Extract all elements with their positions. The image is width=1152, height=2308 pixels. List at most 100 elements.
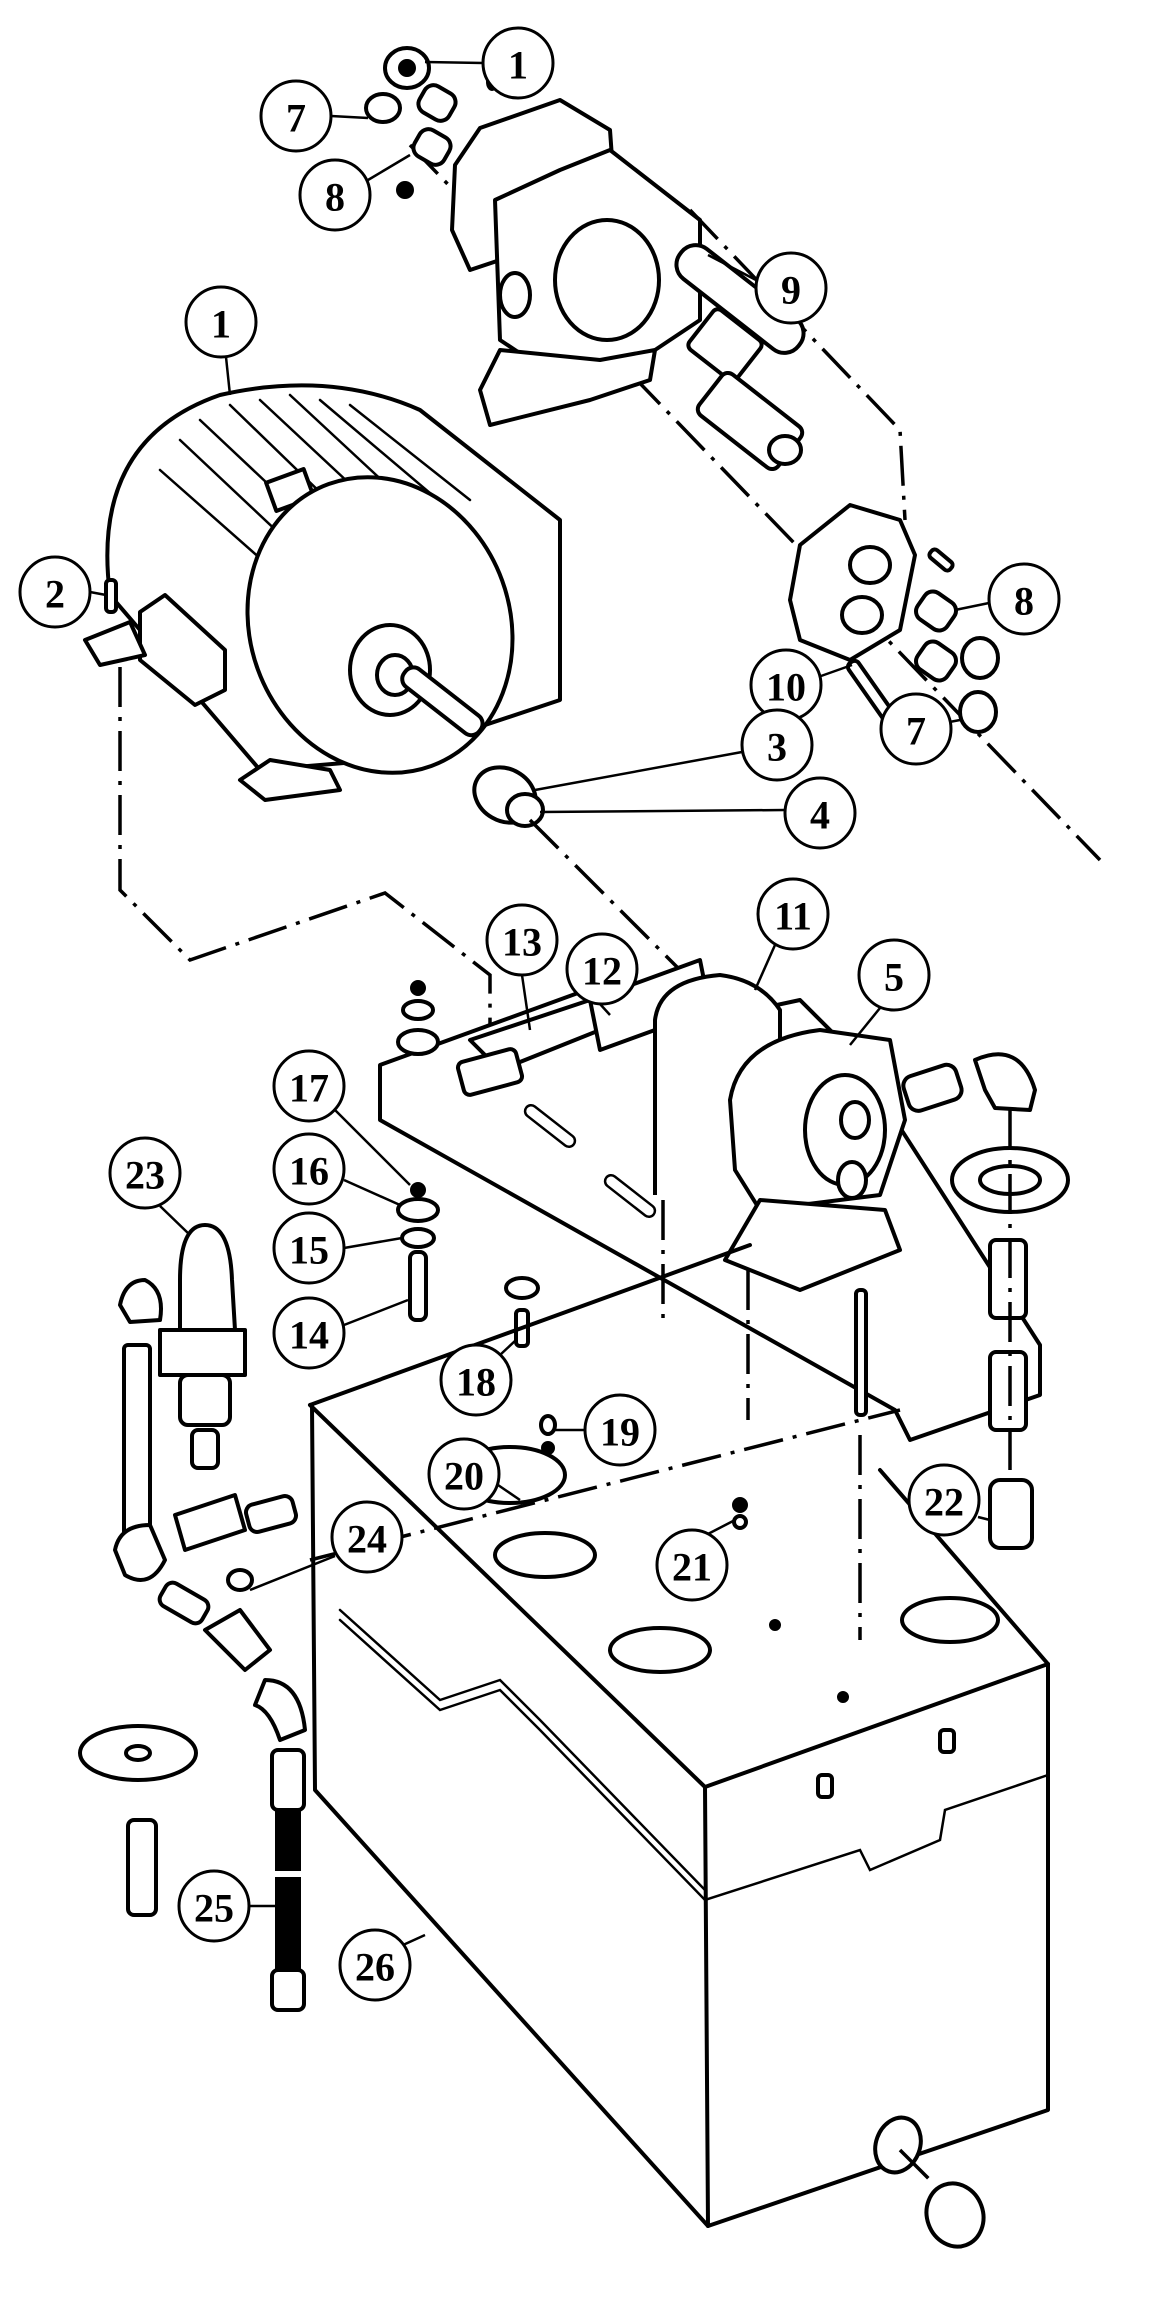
nut-part	[410, 1182, 426, 1198]
suction-pipe-lower	[988, 1350, 1028, 1432]
motor-shaft	[400, 665, 485, 738]
callout-25: 25	[177, 1869, 251, 1943]
callout-8-top-label: 8	[325, 175, 345, 220]
plug-part-right-2	[958, 690, 998, 734]
callout-14-label: 14	[289, 1313, 329, 1358]
callout-13: 13	[485, 903, 559, 977]
callout-6-label: 1	[508, 43, 528, 88]
callout-7-top: 7	[259, 79, 333, 153]
callout-20: 20	[427, 1437, 501, 1511]
callout-24: 24	[330, 1500, 404, 1574]
callout-25-label: 25	[194, 1886, 234, 1931]
callout-18-label: 18	[456, 1360, 496, 1405]
callout-1-label: 1	[211, 302, 231, 347]
reservoir-tank-drawing	[308, 1243, 1050, 2249]
callout-7-right-label: 7	[906, 709, 926, 754]
pump-body-bore	[553, 218, 661, 342]
callout-5: 5	[857, 938, 931, 1012]
driven-gear	[695, 370, 805, 472]
relief-valve-piping	[78, 1223, 901, 2012]
bushing-part-top-2	[411, 127, 453, 167]
pipe-lower	[126, 1818, 158, 1917]
callout-8-right-label: 8	[1014, 579, 1034, 624]
drain-plug	[924, 2181, 986, 2249]
hose-upper	[270, 1748, 306, 1812]
callout-21: 21	[655, 1528, 729, 1602]
electric-motor-drawing	[83, 383, 562, 828]
coupling-axis	[528, 818, 692, 982]
drive-gear	[674, 243, 806, 383]
callout-8-top: 8	[298, 158, 372, 232]
callout-12-label: 12	[582, 949, 622, 994]
motor-foot-left	[83, 620, 147, 667]
callout-5-label: 5	[884, 955, 904, 1000]
callout-14: 14	[272, 1296, 346, 1370]
bushing-part-top-1	[416, 83, 458, 123]
callout-18: 18	[439, 1343, 513, 1417]
callout-2-label: 2	[45, 572, 65, 617]
callout-7-right: 7	[879, 692, 953, 766]
callout-3-label: 3	[767, 725, 787, 770]
pipe-nipple	[901, 1062, 964, 1113]
callout-7-top-label: 7	[286, 96, 306, 141]
tee-fitting	[173, 1493, 247, 1552]
pipe-elbow	[973, 1052, 1037, 1112]
callout-24-label: 24	[347, 1517, 387, 1562]
plug-part-right-1	[960, 636, 1000, 680]
plug-part-top	[364, 92, 402, 124]
callout-15: 15	[272, 1211, 346, 1285]
callout-2: 2	[18, 555, 92, 629]
pump-front-cover	[788, 503, 917, 662]
relief-valve-part	[178, 1223, 237, 1332]
hose-lower	[275, 1877, 301, 1974]
washer-part	[400, 1227, 436, 1249]
nut-part-21	[732, 1497, 748, 1513]
mount-bolt-part	[104, 578, 118, 614]
callout-4: 4	[783, 776, 857, 850]
callout-10: 10	[749, 648, 823, 722]
callout-26-label: 26	[355, 1945, 395, 1990]
callout-11-label: 11	[774, 894, 812, 939]
pump-foot-part	[723, 1198, 902, 1292]
callouts: 1 7 8 1 2 9 8 10 7 3 4 13 12 11 5 17 16 …	[18, 26, 1061, 2002]
leader-lines	[89, 60, 991, 1947]
callout-3: 3	[740, 708, 814, 782]
bushing-part-right-2	[914, 639, 958, 683]
stud-part	[408, 1250, 428, 1322]
callout-21-label: 21	[672, 1545, 712, 1590]
pump-foot	[478, 348, 657, 427]
callout-17: 17	[272, 1049, 346, 1123]
callout-20-label: 20	[444, 1454, 484, 1499]
strainer-part	[988, 1478, 1034, 1550]
callout-17-label: 17	[289, 1066, 329, 1111]
isolator-washer-part	[396, 1197, 440, 1223]
callout-19-label: 19	[600, 1410, 640, 1455]
callout-22: 22	[907, 1463, 981, 1537]
callout-16-label: 16	[289, 1149, 329, 1194]
callout-16: 16	[272, 1132, 346, 1206]
bushing-part-right-1	[914, 589, 958, 633]
callout-12: 12	[565, 932, 639, 1006]
callout-23-label: 23	[125, 1153, 165, 1198]
callout-8-right: 8	[987, 562, 1061, 636]
callout-26: 26	[338, 1928, 412, 2002]
callout-11: 11	[756, 877, 830, 951]
return-rod	[854, 1288, 868, 1417]
base-assembly	[378, 958, 1070, 1640]
callout-22-label: 22	[924, 1480, 964, 1525]
pump-exploded-assembly	[364, 46, 1102, 862]
callout-9-label: 9	[781, 268, 801, 313]
callout-1: 1	[184, 285, 258, 359]
callout-19: 19	[583, 1393, 657, 1467]
motor-mount-axis	[118, 667, 492, 1060]
callout-15-label: 15	[289, 1228, 329, 1273]
isolator-stack	[396, 980, 540, 1348]
callout-10-label: 10	[766, 665, 806, 710]
callout-23: 23	[108, 1136, 182, 1210]
motor-foot-right	[238, 758, 342, 802]
callout-13-label: 13	[502, 920, 542, 965]
callout-9: 9	[754, 251, 828, 325]
callout-4-label: 4	[810, 793, 830, 838]
suction-pipe-upper	[988, 1238, 1028, 1320]
